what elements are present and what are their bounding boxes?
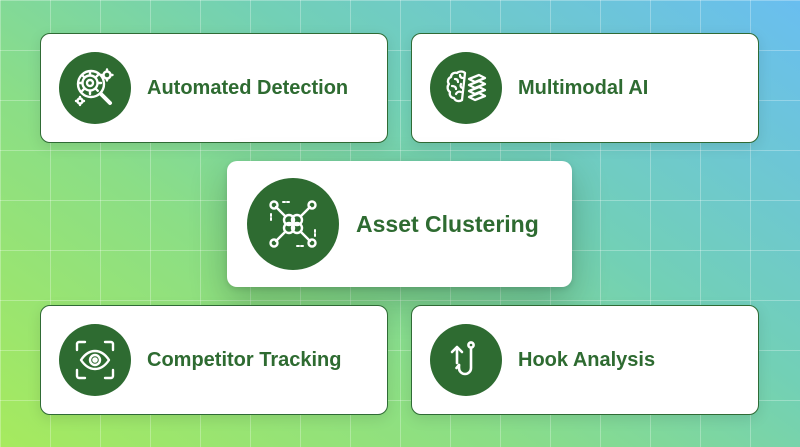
feature-card-hook-analysis[interactable]: Hook Analysis xyxy=(411,305,759,415)
feature-label: Automated Detection xyxy=(147,76,349,99)
fishing-hook-icon xyxy=(430,324,502,396)
eye-scan-icon xyxy=(59,324,131,396)
feature-label: Hook Analysis xyxy=(518,348,656,371)
feature-card-competitor-tracking[interactable]: Competitor Tracking xyxy=(40,305,388,415)
magnifier-gears-icon xyxy=(59,52,131,124)
feature-card-automated-detection[interactable]: Automated Detection xyxy=(40,33,388,143)
feature-card-multimodal-ai[interactable]: Multimodal AI xyxy=(411,33,759,143)
feature-label: Competitor Tracking xyxy=(147,348,342,371)
feature-label: Multimodal AI xyxy=(518,76,649,99)
feature-label: Asset Clustering xyxy=(356,210,539,237)
feature-card-asset-clustering[interactable]: Asset Clustering xyxy=(227,161,572,287)
brain-layers-icon xyxy=(430,52,502,124)
cluster-network-icon xyxy=(247,178,339,270)
